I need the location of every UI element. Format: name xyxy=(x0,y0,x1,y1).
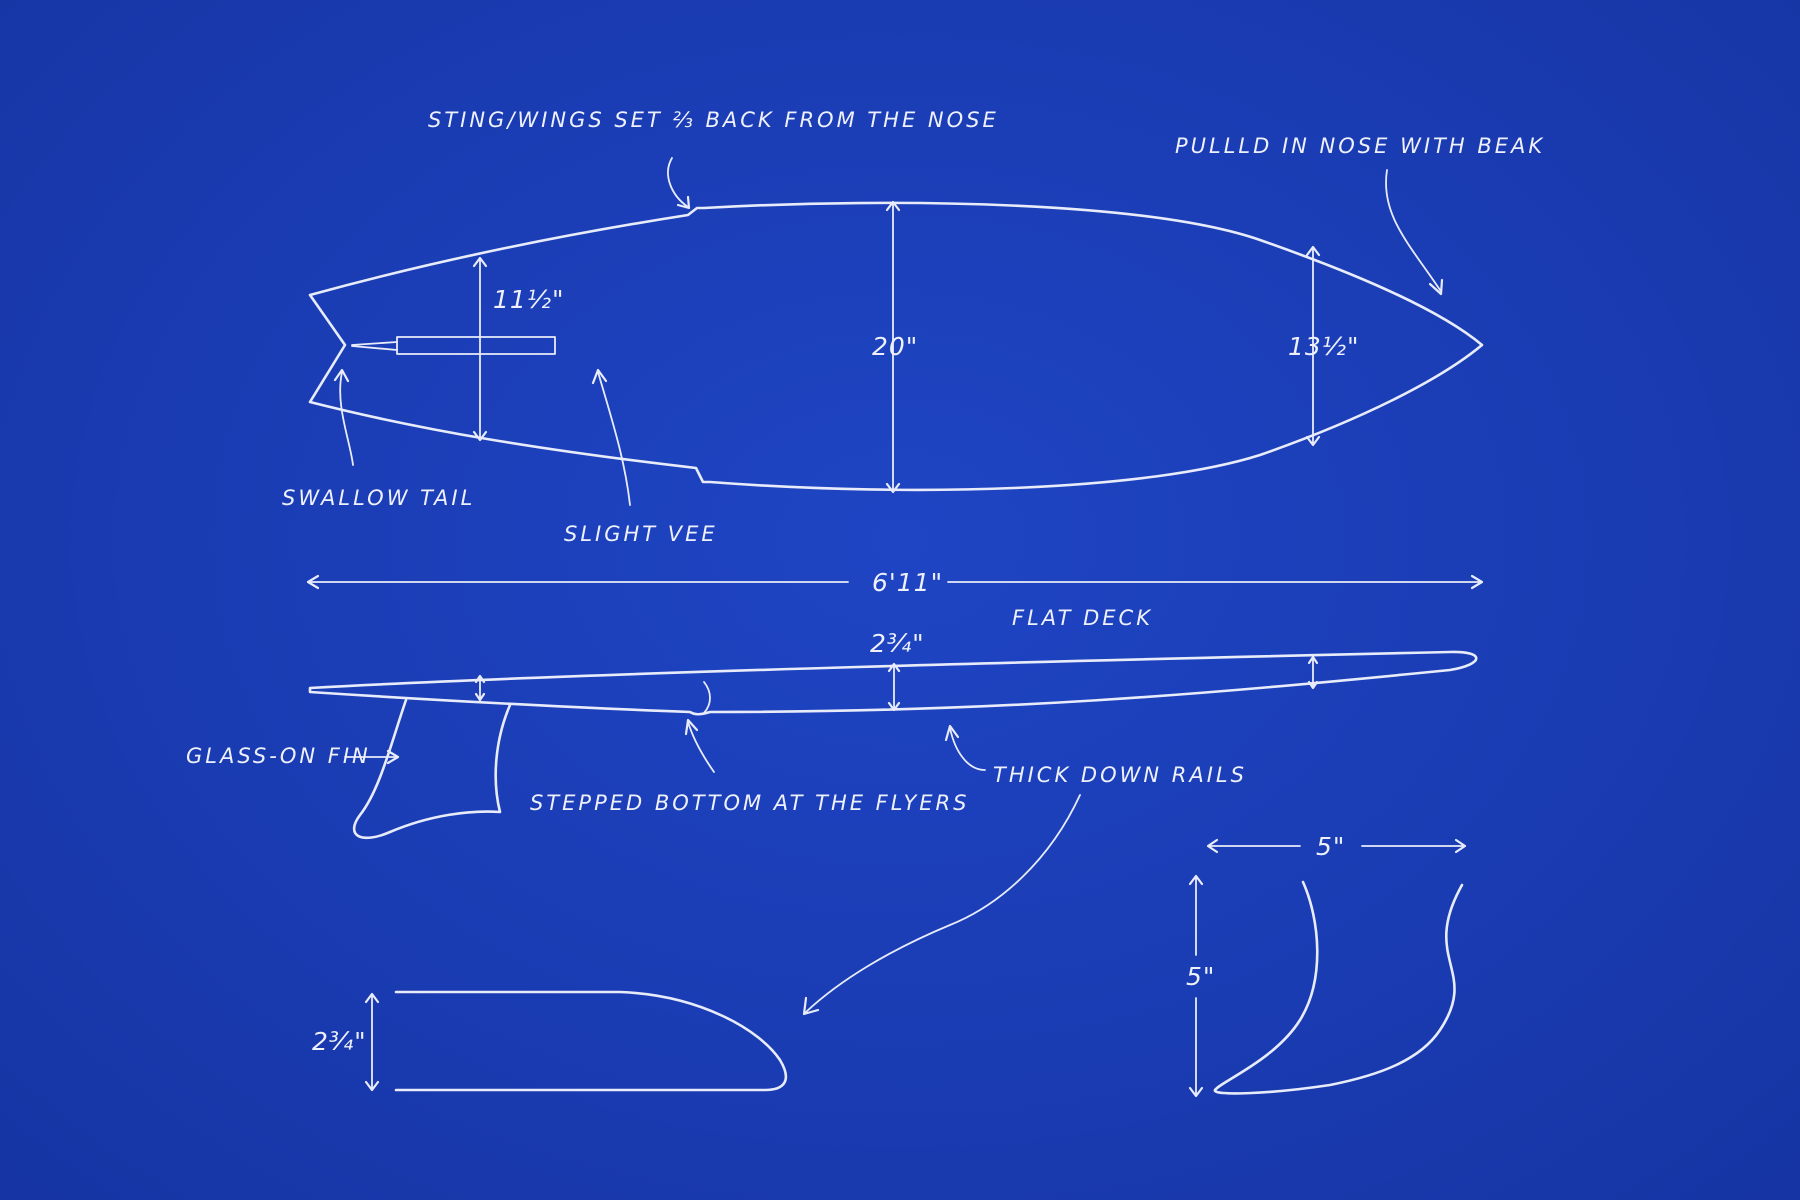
glass-on-fin-label: GLASS-ON FIN xyxy=(186,744,371,768)
stepped-bottom-leader xyxy=(687,721,715,773)
profile-view: 2¾" xyxy=(308,629,1478,840)
fin-height-dimension: 5" xyxy=(1186,874,1215,1098)
nose-leader xyxy=(1385,169,1441,291)
rail-thickness-label: 2¾" xyxy=(312,1027,367,1056)
nose-thickness-marker xyxy=(1307,655,1319,690)
tail-thickness-marker xyxy=(474,674,486,702)
nose-width-dimension: 13½" xyxy=(1288,245,1360,447)
slight-vee-leader xyxy=(597,371,631,506)
max-width-label: 20" xyxy=(872,332,918,361)
planshape-outline xyxy=(308,201,1484,492)
swallow-tail-leader xyxy=(339,371,354,466)
fin-base-dimension: 5" xyxy=(1206,832,1467,861)
annotation-labels: STING/WINGS SET ⅔ BACK FROM THE NOSE PUL… xyxy=(186,108,1545,815)
swallow-tail-label: SWALLOW TAIL xyxy=(282,486,475,510)
fin-base-label: 5" xyxy=(1316,832,1345,861)
planshape-view: 11½" 20" 13½" xyxy=(308,200,1484,494)
rail-thickness-dimension: 2¾" xyxy=(312,992,380,1092)
stepped-bottom-label: STEPPED BOTTOM AT THE FLYERS xyxy=(530,791,969,815)
fin-template-outline xyxy=(1213,880,1464,1095)
thickness-dimension: 2¾" xyxy=(870,629,925,712)
slight-vee-label: SLIGHT VEE xyxy=(564,522,718,546)
sting-leader xyxy=(667,157,689,208)
stringer-line xyxy=(351,341,398,351)
length-label: 6'11" xyxy=(872,568,943,597)
sting-wings-label: STING/WINGS SET ⅔ BACK FROM THE NOSE xyxy=(428,108,999,132)
pulled-nose-label: PULLLD IN NOSE WITH BEAK xyxy=(1175,134,1545,158)
tail-width-label: 11½" xyxy=(493,285,565,314)
length-dimension: 6'11" xyxy=(306,568,1484,597)
fin-height-label: 5" xyxy=(1186,962,1215,991)
tail-width-dimension: 11½" xyxy=(472,256,565,442)
leader-arrows xyxy=(333,157,1444,1016)
rail-section-outline xyxy=(394,990,788,1092)
rail-section-view: 2¾" xyxy=(312,990,788,1092)
stepped-bottom-mark xyxy=(703,681,711,714)
fin-template-view: 5" 5" xyxy=(1186,832,1467,1098)
thick-down-rails-label: THICK DOWN RAILS xyxy=(993,763,1247,787)
rail-section-leader xyxy=(805,794,1081,1013)
profile-outline xyxy=(308,650,1478,716)
glass-on-fin-outline xyxy=(352,698,512,840)
flat-deck-label: FLAT DECK xyxy=(1012,606,1153,630)
fin-box xyxy=(396,336,556,355)
thick-rails-leader xyxy=(949,727,986,771)
max-width-dimension: 20" xyxy=(872,200,918,494)
thickness-label: 2¾" xyxy=(870,629,925,658)
nose-width-label: 13½" xyxy=(1288,332,1360,361)
